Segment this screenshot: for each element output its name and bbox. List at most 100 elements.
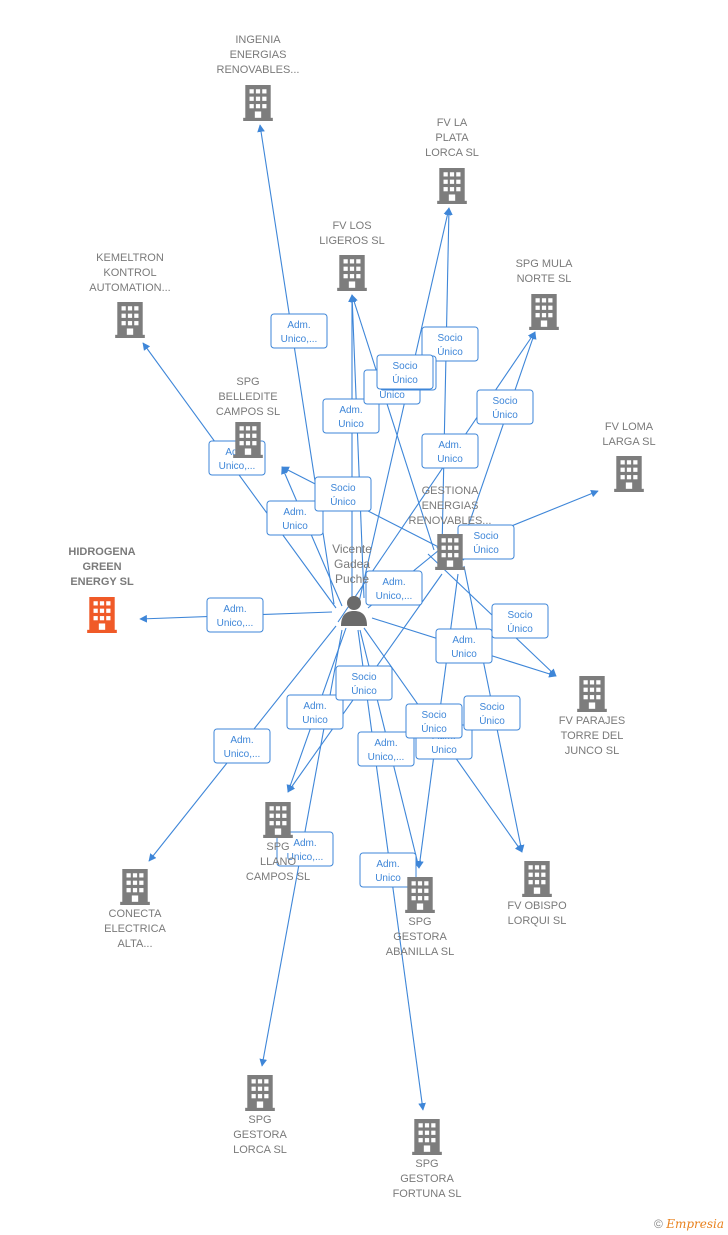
edge-gestiona-to-fv_los_ligeros <box>350 294 435 551</box>
empresia-watermark: © Empresia <box>654 1217 724 1231</box>
company-name-line: JUNCO SL <box>565 745 619 757</box>
edge-label-line: Socio <box>421 710 446 721</box>
edge-label-box <box>405 703 463 739</box>
edge-label-person-to-gestiona[interactable]: Adm.Unico,... <box>365 570 423 606</box>
edge-label-box <box>357 731 415 767</box>
building-icon <box>614 456 644 492</box>
edge-label-line: Socio <box>392 361 417 372</box>
company-name-line: FV LA <box>437 117 468 129</box>
company-name-line: ABANILLA SL <box>386 946 455 958</box>
edge-person-to-fv_los_ligeros <box>348 294 365 599</box>
company-node-ingenia[interactable]: INGENIAENERGIASRENOVABLES... <box>217 34 300 121</box>
company-name-line: INGENIA <box>235 34 281 46</box>
edge-label-person-to-spg_lorca[interactable]: Adm.Unico,... <box>276 831 334 867</box>
company-name-line: FV PARAJES <box>559 715 625 727</box>
building-icon <box>87 597 117 633</box>
company-name-line: LLANO <box>260 856 297 868</box>
edge-label-line: Único <box>492 408 518 421</box>
edge-label-box <box>314 476 372 512</box>
company-name-line: GESTORA <box>393 931 447 943</box>
building-icon <box>405 877 435 913</box>
edge-label-person-to-fv_parajes[interactable]: Adm.Unico <box>435 628 493 664</box>
edge-label-person-to-fv_los_ligeros[interactable]: Adm. Unico <box>322 398 380 434</box>
edge-label-line: Único <box>507 622 533 635</box>
edge-label-line: Adm. <box>374 738 397 749</box>
edge-label-box <box>421 433 479 469</box>
edge-label-box <box>270 313 328 349</box>
edge-label-line: Adm. <box>303 701 326 712</box>
company-node-kemeltron[interactable]: KEMELTRONKONTROLAUTOMATION... <box>89 252 171 338</box>
company-name-line: FV OBISPO <box>507 900 567 912</box>
building-icon <box>577 676 607 712</box>
company-name-line: RENOVABLES... <box>409 515 492 527</box>
edge-label-box <box>213 728 271 764</box>
edge-label-person-to-hidrogena[interactable]: Adm.Unico,... <box>206 597 264 633</box>
company-node-conecta[interactable]: CONECTAELECTRICAALTA... <box>104 869 167 950</box>
person-node[interactable]: Vicente Gadea Puche <box>332 542 372 626</box>
edge-label-person-to-spg_fortuna[interactable]: Adm.Unico,... <box>357 731 415 767</box>
edge-label-line: Unico <box>302 715 328 726</box>
edge-label-line: Socio <box>330 483 355 494</box>
edge-label-line: Unico <box>338 419 364 430</box>
company-name-line: SPG <box>266 841 289 853</box>
edge-label-line: Adm. <box>287 320 310 331</box>
edge-label-box <box>322 398 380 434</box>
company-node-spg_mula[interactable]: SPG MULA NORTE SL <box>516 258 574 330</box>
edge-label-box <box>276 831 334 867</box>
edge-label-person-to-spg_llano[interactable]: Adm. Unico <box>286 694 344 730</box>
company-name-line: NORTE SL <box>517 273 572 285</box>
edge-label-person-to-spg_abanilla[interactable]: Adm.Unico <box>359 852 417 888</box>
company-name-line: FV LOS <box>332 220 371 232</box>
edge-person-to-fv_la_plata <box>358 207 452 603</box>
edge-label-line: Unico <box>451 649 477 660</box>
person-icon <box>341 596 367 626</box>
edge-label-box <box>421 326 479 362</box>
edge-label-line: Único <box>421 722 447 735</box>
edge-label-person-to-ingenia[interactable]: Adm.Unico,... <box>270 313 328 349</box>
edge-label-line: Adm. <box>230 735 253 746</box>
copyright-icon: © <box>654 1217 663 1231</box>
company-name-line: LIGEROS SL <box>319 235 384 247</box>
edge-label-box <box>435 628 493 664</box>
company-name-line: KEMELTRON <box>96 252 164 264</box>
edge-label-line: Adm. <box>376 859 399 870</box>
edge-label-gestiona-to-fv_loma[interactable]: Adm.Unico <box>421 433 479 469</box>
person-name-line-2: Gadea <box>334 557 370 571</box>
building-icon <box>435 534 465 570</box>
edge-label-line: Adm. <box>339 405 362 416</box>
edge-label-line: Unico <box>379 390 405 401</box>
company-name-line: PLATA <box>435 132 469 144</box>
edge-label-box <box>463 695 521 731</box>
company-name-line: GREEN <box>82 561 121 573</box>
company-node-fv_los_ligeros[interactable]: FV LOS LIGEROS SL <box>319 220 385 291</box>
company-name-line: SPG MULA <box>516 258 574 270</box>
company-name-line: BELLEDITE <box>218 391 277 403</box>
company-node-gestiona[interactable]: GESTIONAENERGIASRENOVABLES... <box>409 485 492 570</box>
building-icon <box>233 422 263 458</box>
edge-label-line: Adm. <box>283 507 306 518</box>
edge-label-person-to-spg_belledite[interactable]: Adm.Unico <box>266 500 324 536</box>
company-name-line: ENERGIAS <box>230 49 287 61</box>
edge-label-person-to-conecta[interactable]: Adm.Unico,... <box>213 728 271 764</box>
building-icon <box>522 861 552 897</box>
edge-label-line: Adm. <box>438 440 461 451</box>
